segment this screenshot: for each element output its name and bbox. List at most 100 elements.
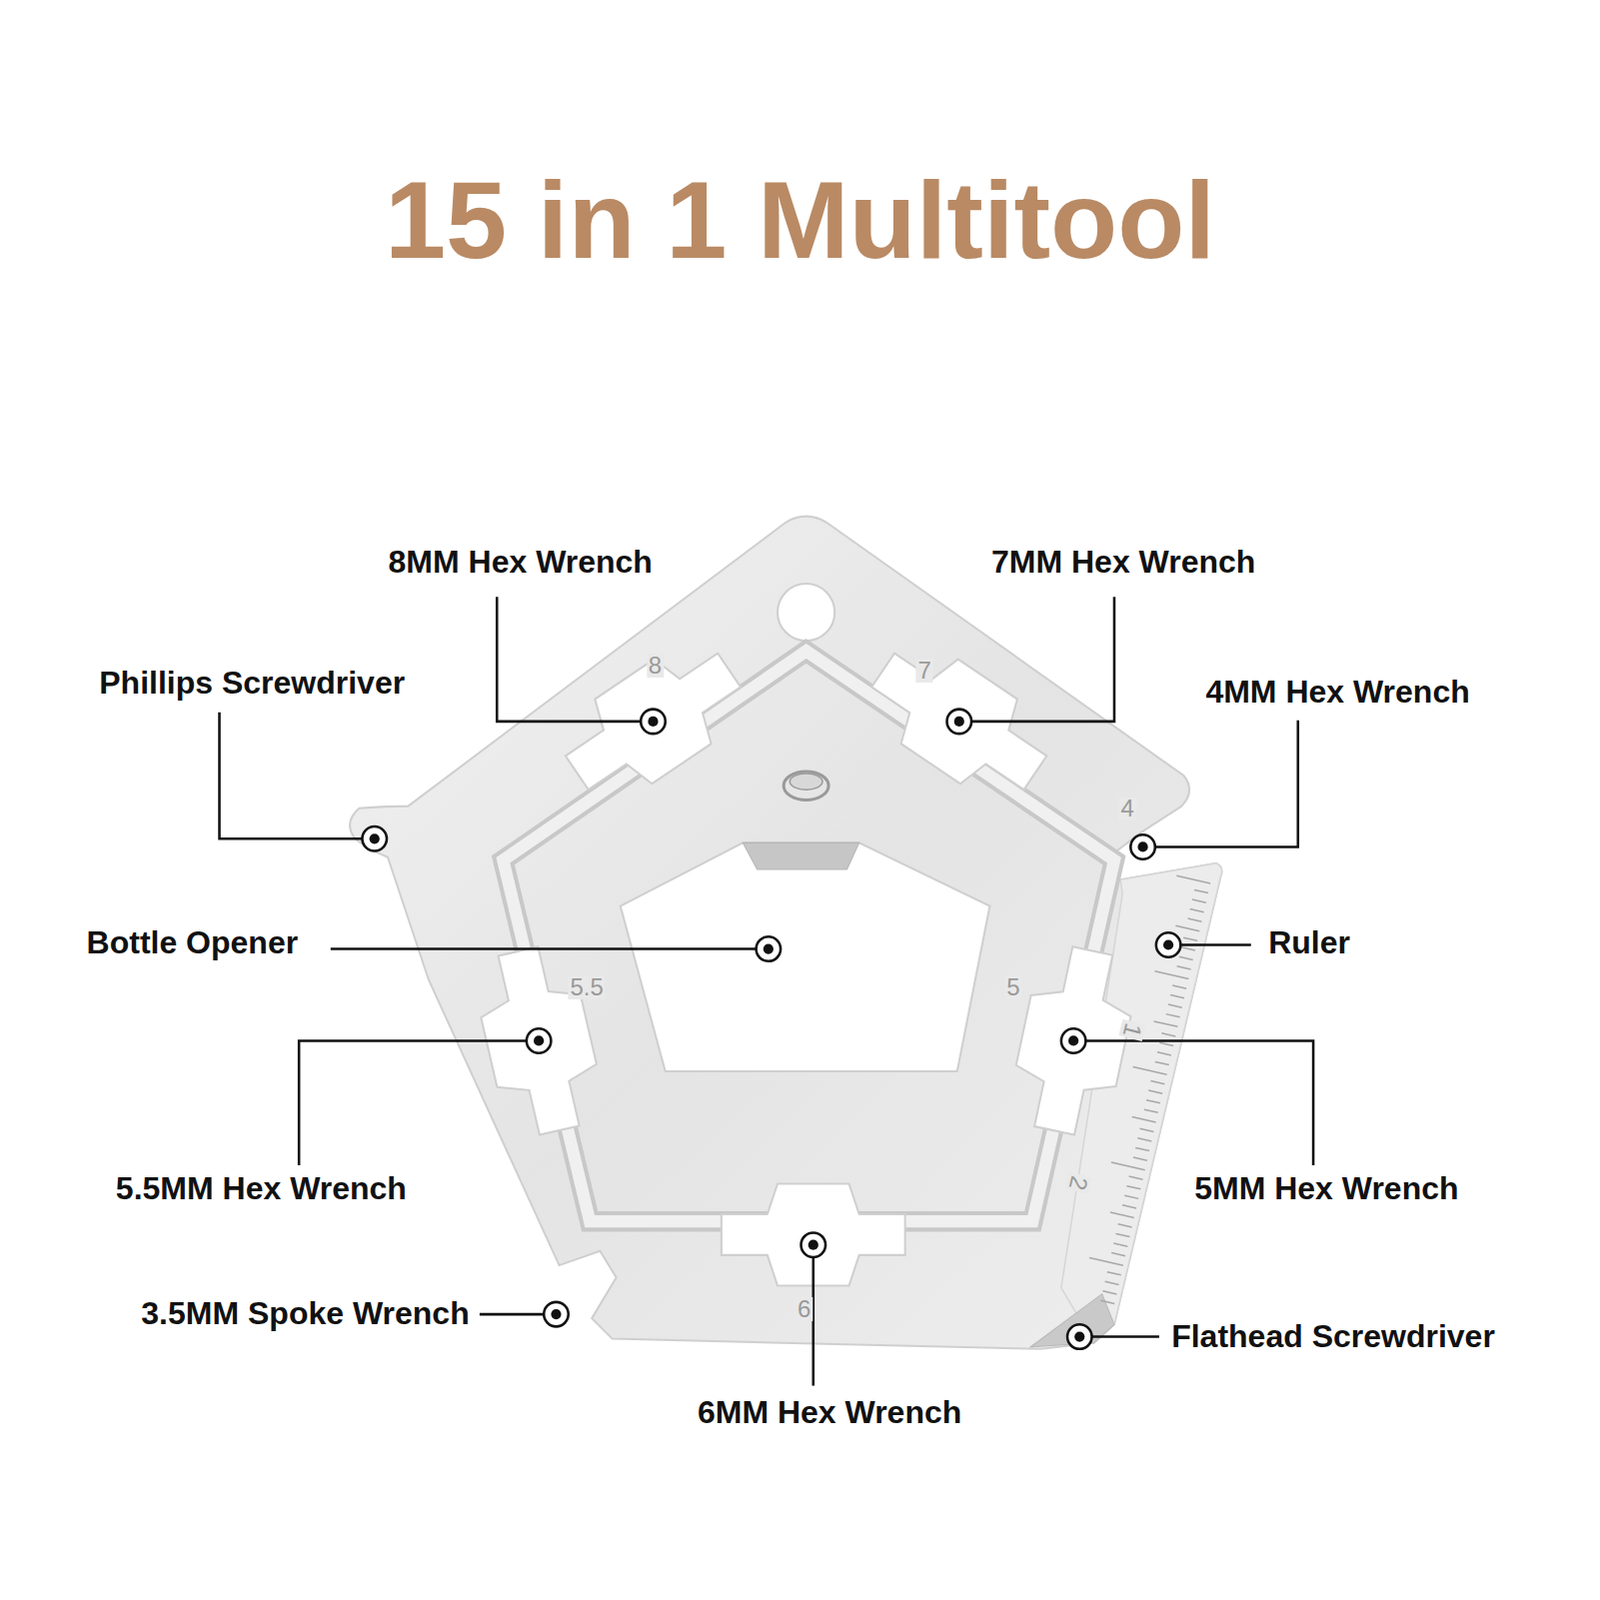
callout-ring [1061, 1028, 1087, 1054]
callout-label: 6MM Hex Wrench [697, 1396, 962, 1432]
tool-body [349, 516, 1222, 1350]
callout-ring [947, 709, 973, 735]
ruler-tick [1144, 1109, 1159, 1113]
leader-line [479, 1313, 544, 1317]
callout-ring [1156, 932, 1182, 958]
ruler-tick [1172, 985, 1187, 989]
ruler-tick [1155, 1061, 1170, 1065]
callout-center [1163, 939, 1174, 950]
ruler-tick [1113, 1243, 1128, 1247]
size-marking: 5.5 [567, 975, 605, 1000]
ruler-tick [1111, 1253, 1126, 1257]
ruler-tick [1148, 1090, 1163, 1094]
size-marking: 7 [915, 658, 933, 683]
ruler-tick [1170, 995, 1185, 999]
bottle-opener-hole [620, 842, 991, 1072]
ruler-tick [1192, 899, 1207, 903]
ruler-tick [1194, 889, 1209, 893]
callout-center [647, 716, 658, 727]
callout-ring [801, 1232, 827, 1258]
callout-dot [1156, 932, 1182, 958]
callout-label: 5.5MM Hex Wrench [115, 1171, 407, 1207]
title: 15 in 1 Multitool [384, 164, 1216, 275]
ruler-tick [1155, 971, 1190, 980]
callout-center [808, 1240, 819, 1251]
ruler-tick [1135, 1147, 1150, 1151]
ruler-tick [1181, 947, 1196, 951]
callout-ring [1130, 834, 1156, 860]
callout-dot [947, 709, 973, 735]
ruler-tick [1133, 1157, 1148, 1161]
ruler-tick [1154, 1021, 1179, 1027]
ruler-tick [1176, 875, 1211, 884]
callout-center [1137, 841, 1148, 852]
leader-line [496, 596, 641, 722]
ruler-tick [1089, 1258, 1124, 1267]
callout-label: Ruler [1268, 926, 1351, 962]
ruler-tick [1111, 1162, 1146, 1171]
bottle-opener-lip [742, 842, 859, 870]
callout-center [1068, 1035, 1079, 1046]
ruler-tick [1175, 925, 1200, 931]
callout-label: 8MM Hex Wrench [388, 544, 653, 580]
leader-line [1085, 1040, 1314, 1166]
ruler-tick [1183, 937, 1198, 941]
leader-line [1155, 720, 1299, 848]
callout-center [533, 1035, 544, 1046]
ruler-tick [1157, 1052, 1172, 1056]
ruler-tick [1179, 956, 1194, 960]
callout-dot [1067, 1324, 1093, 1350]
ruler-tick [1168, 1004, 1183, 1008]
callout-dot [1061, 1028, 1087, 1054]
callout-label: Bottle Opener [86, 926, 299, 962]
callout-ring [526, 1028, 552, 1054]
leader-line [298, 1040, 551, 1166]
ruler-tick [1132, 1116, 1157, 1122]
callout-label: Flathead Screwdriver [1171, 1319, 1496, 1355]
ruler-tick [1177, 966, 1192, 970]
ruler-tick [1166, 1014, 1181, 1018]
tool-outline [349, 516, 1222, 1350]
ruler-tick [1105, 1281, 1120, 1285]
leader-line [219, 712, 363, 840]
ruler-tick [1126, 1186, 1141, 1190]
leader-line [1180, 943, 1251, 947]
leader-line [971, 596, 1115, 722]
callout-label: 7MM Hex Wrench [991, 544, 1256, 580]
ruler-tick [1137, 1138, 1152, 1142]
ruler-tick [1159, 1042, 1174, 1046]
callout-label: Phillips Screwdriver [98, 666, 405, 702]
ruler-tick [1161, 1033, 1176, 1037]
callout-center [1074, 1331, 1085, 1342]
ruler-tick [1102, 1291, 1117, 1295]
callout-dot [361, 826, 387, 852]
callout-dot [756, 936, 782, 962]
callout-center [763, 943, 774, 954]
bottle-cap-icon [783, 771, 829, 801]
leader-line [330, 947, 757, 951]
ruler-tick [1133, 1066, 1168, 1075]
ruler-tick [1110, 1212, 1135, 1218]
size-marking: 5 [1004, 975, 1022, 1000]
key-ring-hole [777, 583, 835, 641]
ruler-tick [1100, 1300, 1115, 1304]
callout-dot [1130, 834, 1156, 860]
callout-ring [543, 1302, 569, 1328]
ruler-tick [1190, 909, 1205, 913]
bottle-cap-icon [789, 773, 823, 790]
ruler-tick [1188, 918, 1203, 922]
callout-ring [361, 826, 387, 852]
ruler-tick [1116, 1233, 1131, 1237]
callout-dot [543, 1302, 569, 1328]
ruler-tick [1118, 1224, 1133, 1228]
size-marking: 4 [1119, 796, 1137, 821]
callout-ring [640, 709, 666, 735]
size-marking: 8 [646, 653, 664, 678]
ruler-tick [1140, 1128, 1155, 1132]
ruler-tick [1107, 1272, 1122, 1276]
callout-label: 5MM Hex Wrench [1194, 1171, 1459, 1207]
ruler-tick [1129, 1176, 1144, 1180]
ruler-tick [1122, 1205, 1137, 1209]
size-marking: 6 [795, 1297, 813, 1322]
